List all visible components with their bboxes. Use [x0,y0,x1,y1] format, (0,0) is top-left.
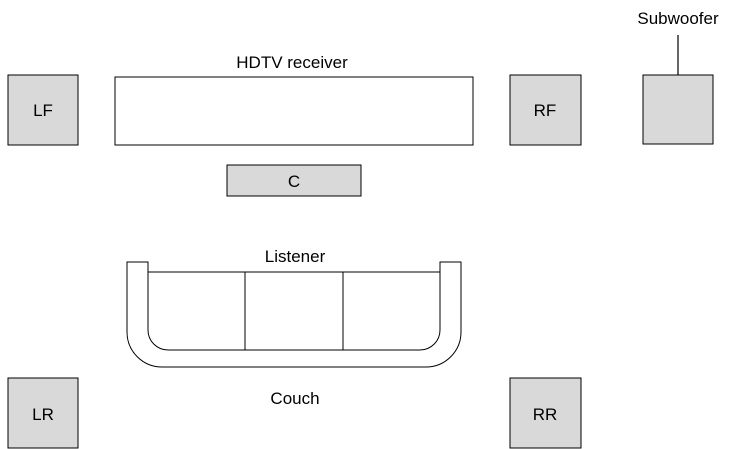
couch-outline [126,261,462,368]
speaker-right-rear [509,377,582,449]
receiver-label: HDTV receiver [236,53,348,72]
listener-label: Listener [265,247,326,266]
speaker-right-rear-label: RR [533,405,558,424]
hdtv-receiver-box [114,76,474,146]
speaker-left-rear [7,377,79,449]
speaker-left-rear-label: LR [32,405,54,424]
speaker-right-front-label: RF [534,101,557,120]
subwoofer-box [642,74,714,145]
speaker-center [226,164,362,197]
speaker-left-front [7,74,79,146]
couch-label: Couch [270,389,319,408]
speaker-center-label: C [288,172,300,191]
speaker-left-front-label: LF [33,101,53,120]
subwoofer-label: Subwoofer [637,9,719,28]
speaker-right-front [509,74,582,146]
